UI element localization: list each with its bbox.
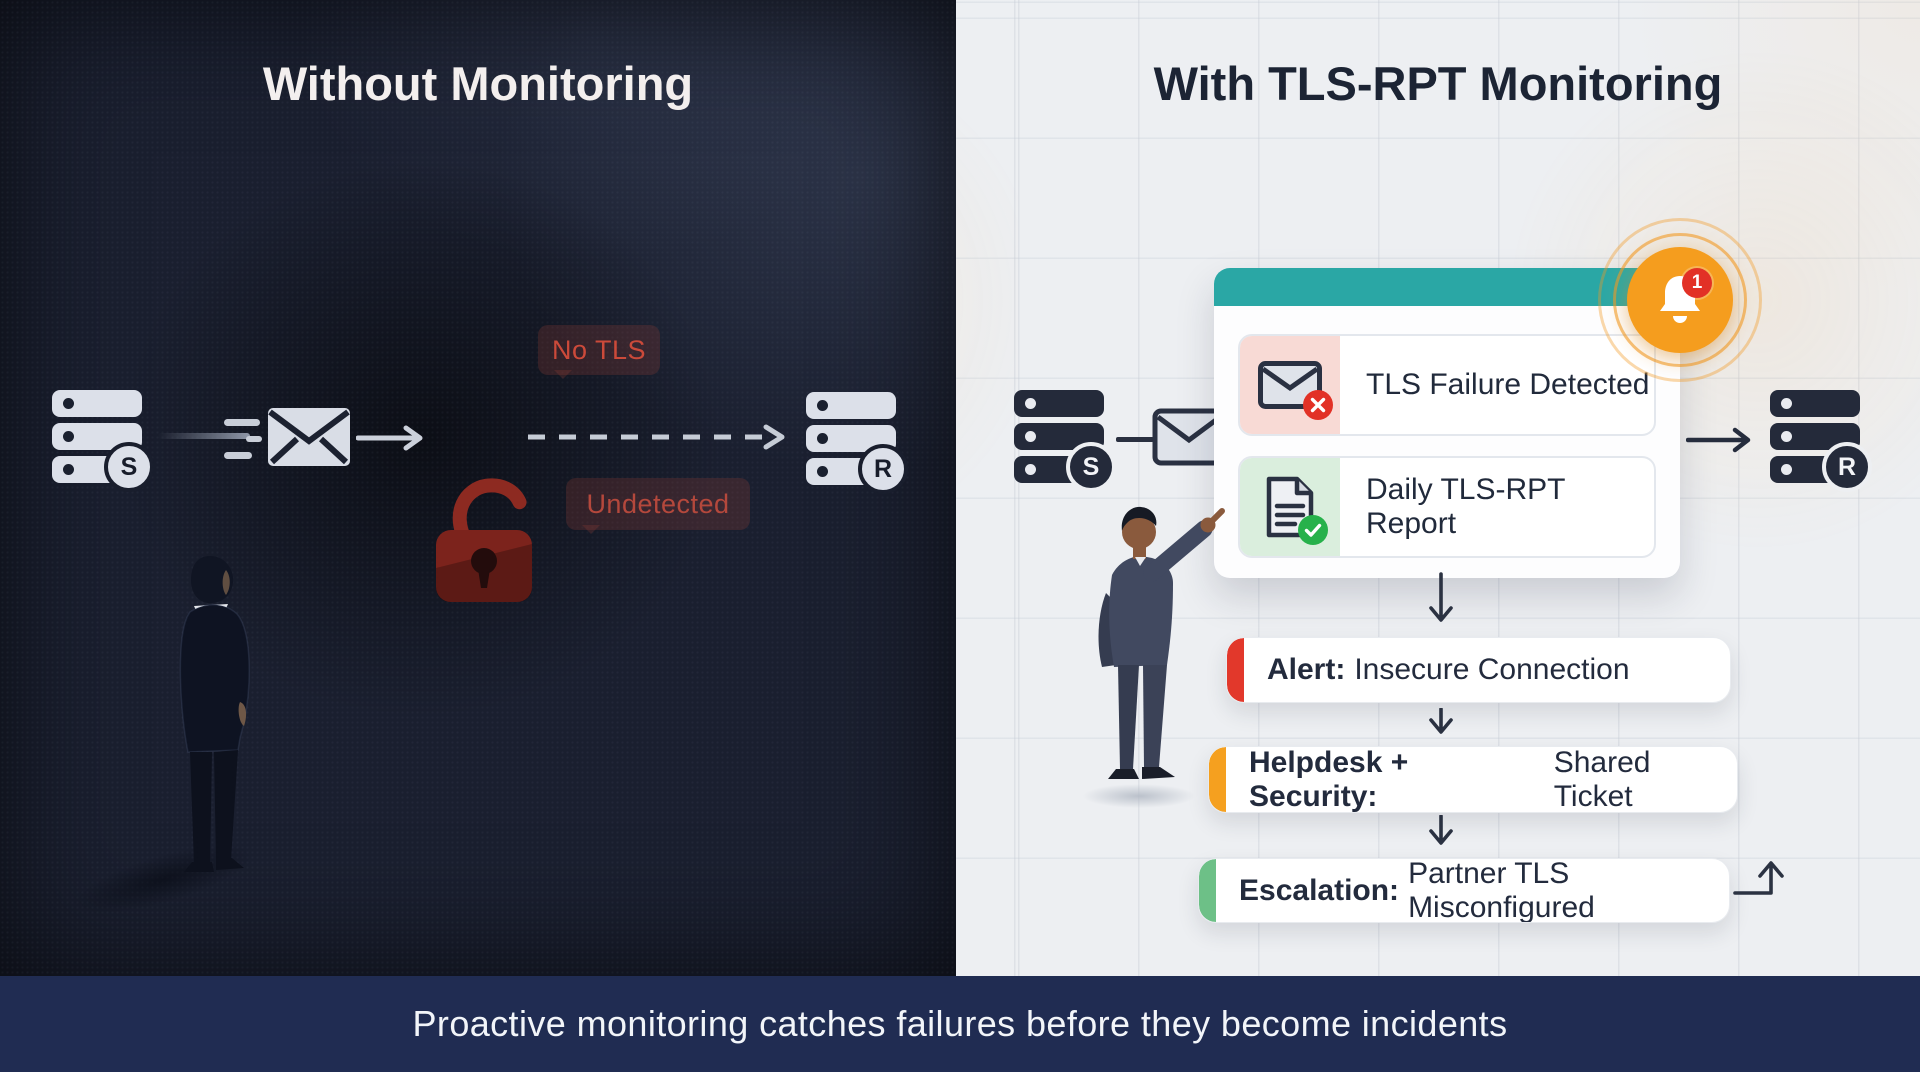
sender-badge-right: S <box>1066 442 1116 492</box>
sender-badge: S <box>104 442 154 492</box>
person-shadow <box>1064 780 1214 812</box>
report-icon-box <box>1240 458 1340 556</box>
envelope-icon <box>268 408 350 466</box>
server-led <box>1025 464 1036 475</box>
receiver-badge-label: R <box>873 454 893 483</box>
envelope-error-icon <box>1258 361 1333 420</box>
escalation-step: Escalation: Partner TLS Misconfigured <box>1198 858 1730 923</box>
alert-accent-strip <box>1227 638 1244 702</box>
server-led <box>1781 431 1792 442</box>
escalation-label: Partner TLS Misconfigured <box>1408 858 1595 923</box>
failure-icon-box <box>1240 336 1340 434</box>
server-bar <box>1770 390 1860 417</box>
no-tls-bubble: No TLS <box>538 325 660 379</box>
bell-icon: 1 <box>1627 247 1733 353</box>
receiver-badge-right: R <box>1822 442 1872 492</box>
server-led <box>1025 431 1036 442</box>
error-x-badge <box>1303 390 1333 420</box>
dashed-arrow-icon <box>528 424 785 450</box>
no-tls-label: No TLS <box>551 334 647 365</box>
sender-server-icon: S <box>52 390 156 494</box>
server-bar <box>806 392 896 419</box>
arrow-icon <box>356 425 423 451</box>
undetected-bubble: Undetected <box>566 478 750 534</box>
tls-failure-row: TLS Failure Detected <box>1238 334 1656 436</box>
receiver-server-icon-right: R <box>1770 390 1874 494</box>
right-panel-title: With TLS-RPT Monitoring <box>1153 57 1723 110</box>
notification-badge: 1 <box>1682 268 1712 298</box>
sender-badge-label: S <box>120 452 138 481</box>
alert-step: Alert: Insecure Connection <box>1226 637 1731 703</box>
tls-failure-label: TLS Failure Detected <box>1366 368 1650 401</box>
sender-server-icon-right: S <box>1014 390 1118 494</box>
down-arrow-icon <box>1429 708 1453 734</box>
report-check-icon <box>1265 476 1328 545</box>
server-led <box>63 464 74 475</box>
motion-dash <box>224 452 252 459</box>
escalation-accent-strip <box>1199 859 1216 922</box>
receiver-badge-label: R <box>1837 452 1857 481</box>
check-badge <box>1298 515 1328 545</box>
without-monitoring-panel: Without Monitoring S No TLS <box>0 0 956 976</box>
elbow-up-arrow-icon <box>1733 861 1784 895</box>
alert-prefix: Alert: <box>1267 653 1346 686</box>
helpdesk-prefix: Helpdesk + Security: <box>1249 746 1409 813</box>
connector-line <box>1116 437 1154 442</box>
undetected-label: Undetected <box>586 488 730 519</box>
down-arrow-icon <box>1429 815 1453 845</box>
server-led <box>1781 398 1792 409</box>
down-arrow-icon <box>1429 572 1453 622</box>
server-led <box>1781 464 1792 475</box>
notification-count: 1 <box>1691 272 1703 293</box>
alert-label: Insecure Connection <box>1354 653 1630 686</box>
receiver-badge: R <box>858 444 908 494</box>
server-bar <box>52 390 142 417</box>
bell-ring-outer <box>1598 218 1762 382</box>
server-led <box>817 466 828 477</box>
person-pointing <box>1098 506 1225 779</box>
receiver-server-icon: R <box>806 392 910 496</box>
banner-text: Proactive monitoring catches failures be… <box>412 1003 1508 1044</box>
server-led <box>817 400 828 411</box>
server-led <box>817 433 828 444</box>
server-led <box>1025 398 1036 409</box>
daily-report-label: Daily TLS-RPT Report <box>1366 473 1565 540</box>
motion-dash <box>224 419 260 426</box>
bell-ring-inner <box>1613 233 1747 367</box>
server-led <box>63 431 74 442</box>
arrow-to-receiver-icon <box>1686 427 1751 453</box>
helpdesk-label: Shared Ticket <box>1553 746 1651 813</box>
daily-report-row: Daily TLS-RPT Report <box>1238 456 1656 558</box>
escalation-prefix: Escalation: <box>1239 873 1400 907</box>
bottom-banner: Proactive monitoring catches failures be… <box>0 976 1920 1072</box>
helpdesk-step: Helpdesk + Security: Shared Ticket <box>1208 746 1738 813</box>
open-lock-icon <box>436 478 532 602</box>
server-led <box>63 398 74 409</box>
motion-streak <box>158 433 250 439</box>
person-silhouette <box>179 556 250 872</box>
sender-badge-label: S <box>1082 452 1100 481</box>
left-panel-title: Without Monitoring <box>262 57 694 110</box>
server-bar <box>1014 390 1104 417</box>
motion-dash <box>246 436 262 442</box>
